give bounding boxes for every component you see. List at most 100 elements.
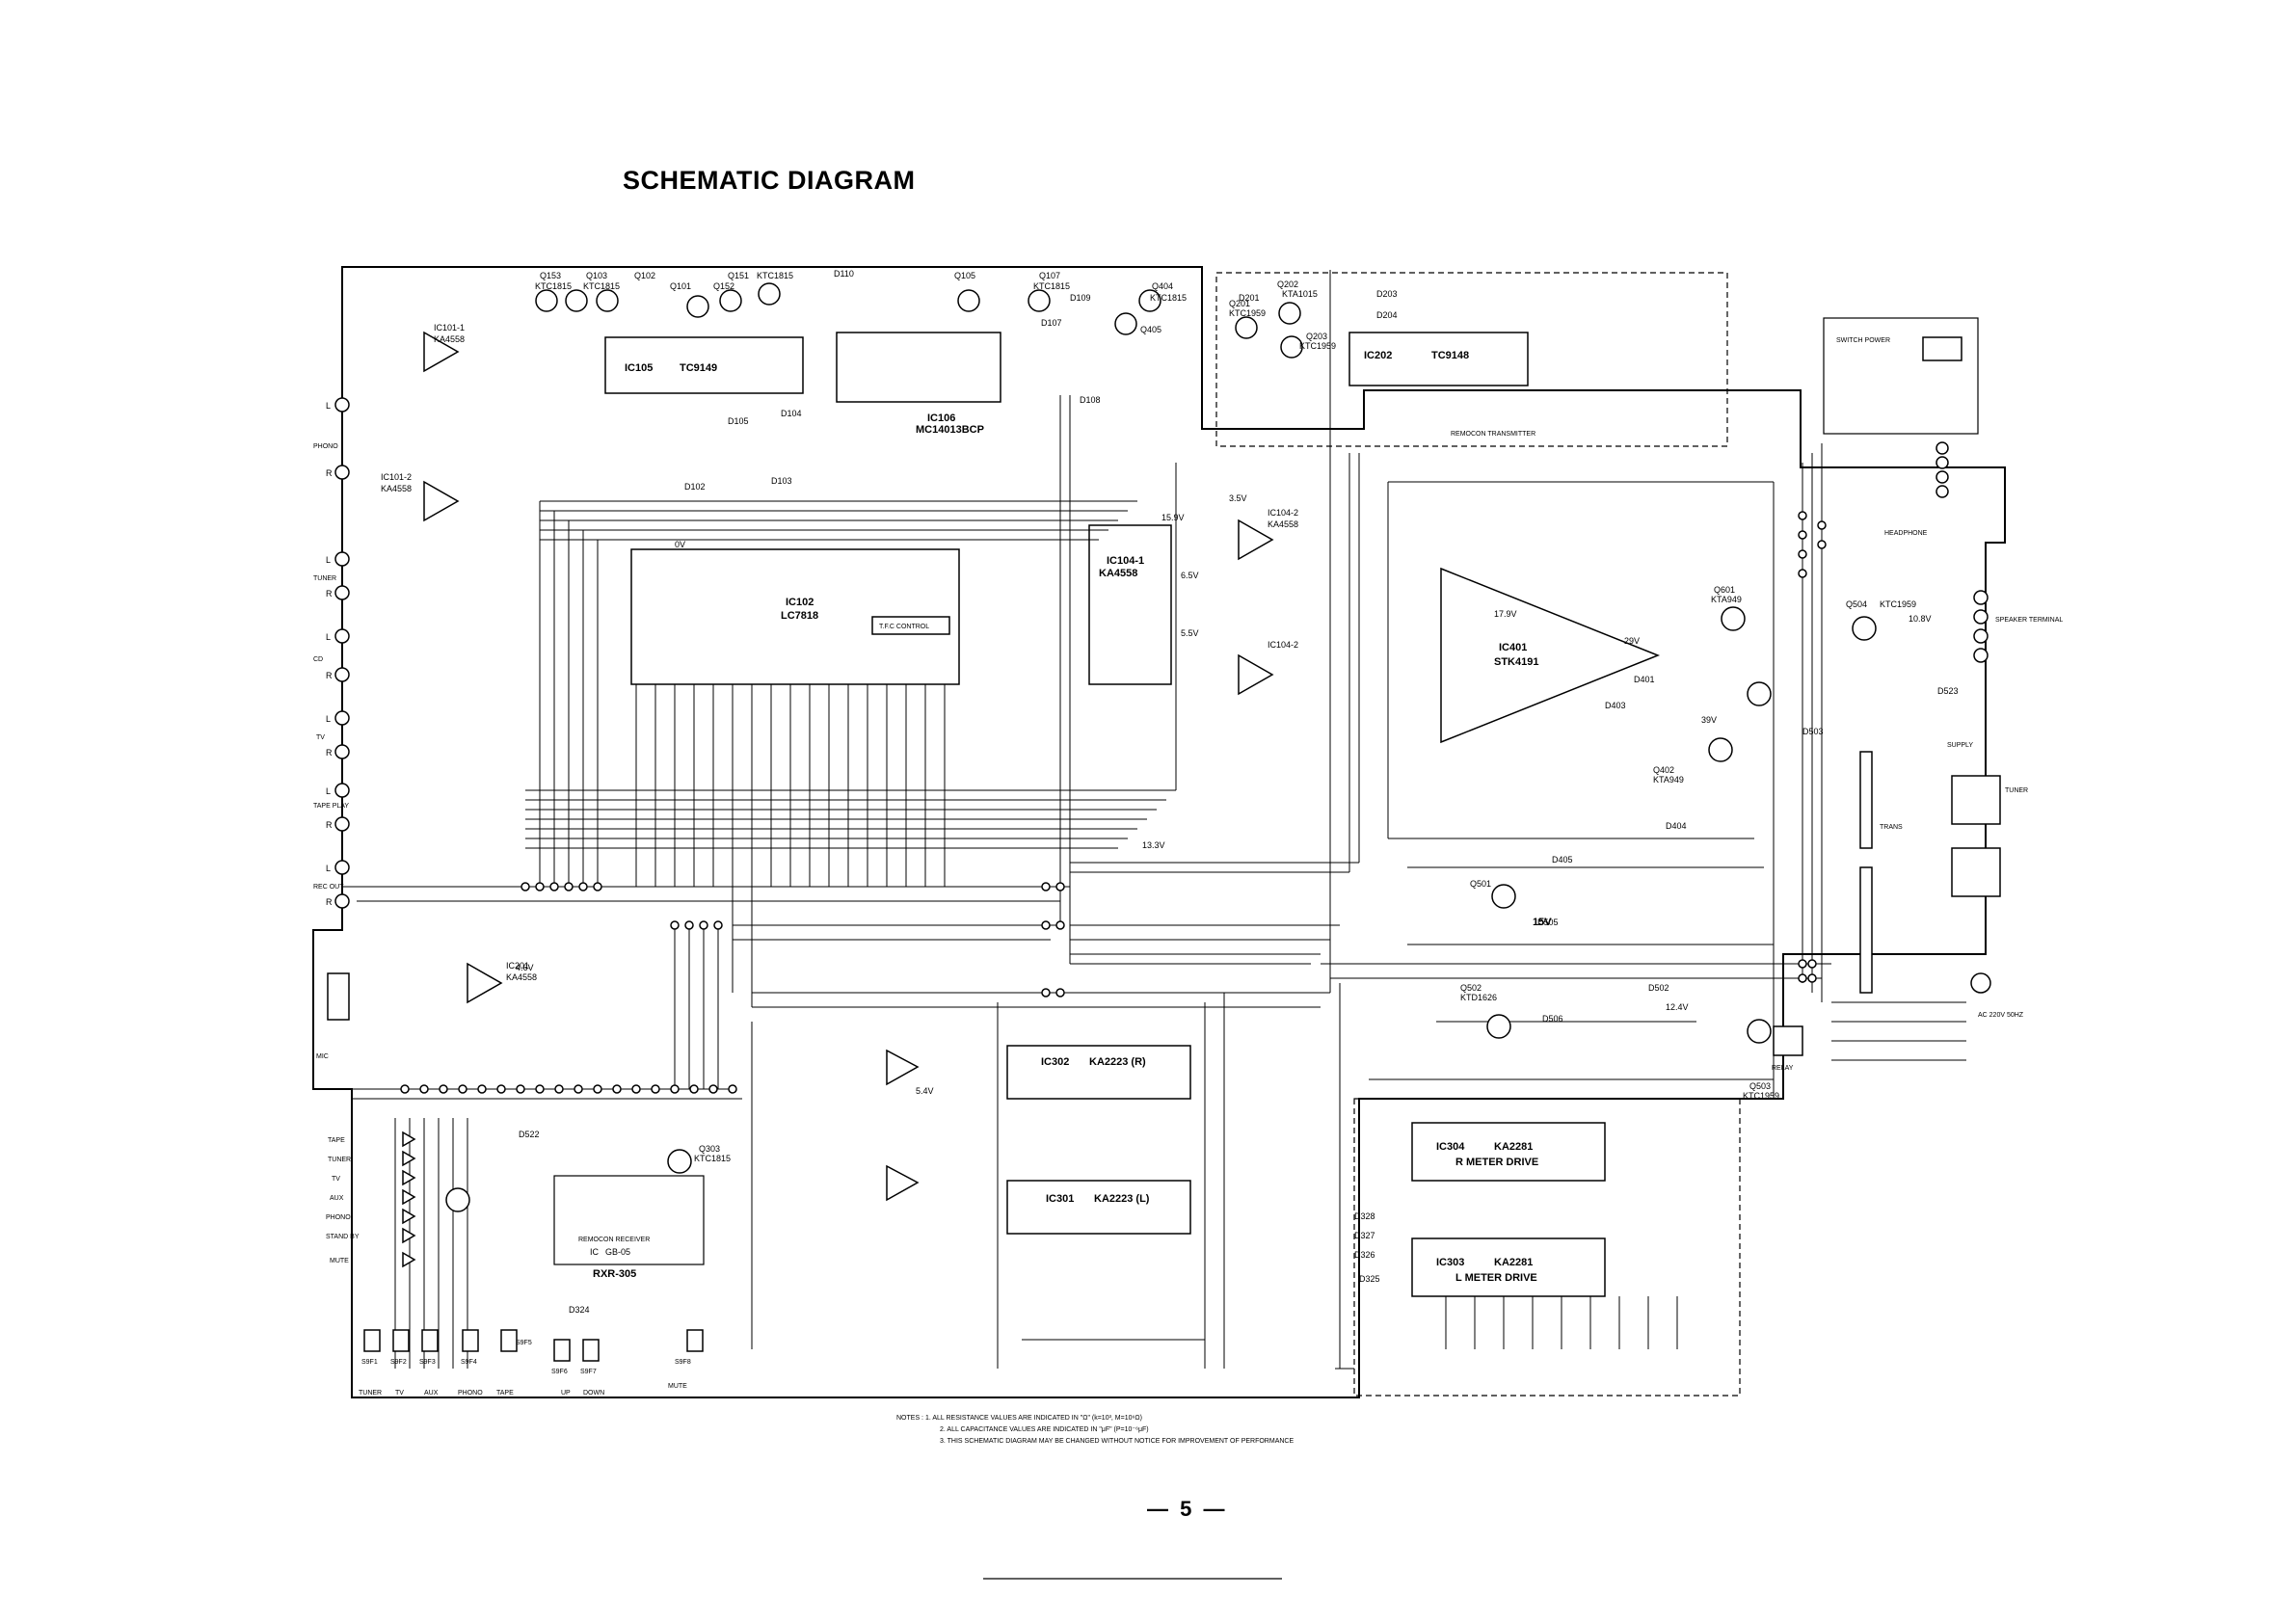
svg-text:KA4558: KA4558 (434, 334, 465, 344)
ic303-label: IC303 (1436, 1257, 1464, 1268)
svg-text:5.4V: 5.4V (916, 1086, 934, 1096)
ic202-part: TC9148 (1431, 350, 1469, 361)
svg-text:KA4558: KA4558 (506, 972, 537, 982)
svg-text:D404: D404 (1666, 821, 1687, 831)
svg-text:KTC1959: KTC1959 (1880, 599, 1916, 609)
svg-text:15.9V: 15.9V (1161, 513, 1185, 522)
svg-text:0V: 0V (675, 540, 685, 549)
switch-power-outline (1823, 317, 1979, 435)
gb05-ref: IC (590, 1247, 600, 1257)
relay-label: RELAY (1772, 1065, 1794, 1072)
svg-text:S9F2: S9F2 (390, 1359, 407, 1366)
svg-text:KTC1815: KTC1815 (583, 281, 620, 291)
svg-text:D109: D109 (1070, 293, 1091, 303)
ic103-label: IC104-1 (1107, 555, 1144, 567)
svg-text:KA4558: KA4558 (381, 484, 412, 493)
svg-text:L: L (326, 401, 331, 411)
svg-text:D203: D203 (1376, 289, 1398, 299)
svg-text:R: R (326, 671, 333, 680)
svg-text:D405: D405 (1552, 855, 1573, 865)
svg-text:KTC1815: KTC1815 (535, 281, 572, 291)
svg-text:R: R (326, 589, 333, 599)
voltage-labels: 15V 12.4V 3.5V 6.5V 5.5V 29V 39V 0V 4.6V… (516, 493, 1932, 1096)
svg-text:D325: D325 (1359, 1274, 1380, 1284)
svg-text:PHONO: PHONO (313, 443, 338, 450)
svg-text:D102: D102 (684, 482, 706, 492)
svg-text:S9F7: S9F7 (580, 1369, 597, 1375)
ic304-block (1411, 1122, 1606, 1182)
svg-text:Q151: Q151 (728, 271, 749, 280)
ic202-block (1348, 332, 1529, 386)
svg-text:Q107: Q107 (1039, 271, 1060, 280)
svg-text:MIC: MIC (316, 1053, 329, 1060)
meter-drive-outline (1353, 1098, 1741, 1397)
svg-text:R: R (326, 748, 333, 758)
svg-text:D204: D204 (1376, 310, 1398, 320)
svg-text:6.5V: 6.5V (1181, 571, 1199, 580)
svg-text:DOWN: DOWN (583, 1390, 604, 1397)
svg-text:KTC1959: KTC1959 (1229, 308, 1266, 318)
ic302-part: KA2223 (R) (1089, 1056, 1146, 1068)
svg-text:D107: D107 (1041, 318, 1062, 328)
svg-text:D523: D523 (1937, 686, 1959, 696)
svg-text:MUTE: MUTE (668, 1383, 687, 1390)
svg-text:CD: CD (313, 656, 323, 663)
ic302-label: IC302 (1041, 1056, 1069, 1068)
svg-text:L: L (326, 555, 331, 565)
ic106-label: IC106 (927, 412, 955, 424)
svg-text:D326: D326 (1354, 1250, 1375, 1260)
svg-text:39V: 39V (1701, 715, 1717, 725)
ac-input-label: AC 220V 50HZ (1978, 1012, 2024, 1019)
opamps: IC101-1 KA4558 IC101-2 KA4558 IC104-2 KA… (381, 323, 1298, 1202)
svg-text:D403: D403 (1605, 701, 1626, 710)
svg-text:D522: D522 (519, 1130, 540, 1139)
ic302-block (1006, 1045, 1191, 1100)
ic105-label: IC105 (625, 362, 653, 374)
svg-text:TV: TV (316, 734, 325, 741)
ic401-label: IC401 (1499, 642, 1527, 653)
svg-text:Q103: Q103 (586, 271, 607, 280)
svg-text:Q405: Q405 (1140, 325, 1161, 334)
svg-text:KTC1815: KTC1815 (1033, 281, 1070, 291)
svg-text:TUNER: TUNER (359, 1390, 382, 1397)
svg-text:KTD1626: KTD1626 (1460, 993, 1497, 1002)
l-meter-label: L METER DRIVE (1455, 1272, 1537, 1284)
svg-text:KTC1815: KTC1815 (694, 1154, 731, 1163)
svg-text:D401: D401 (1634, 675, 1655, 684)
ic102-part: LC7818 (781, 610, 818, 622)
notes: NOTES : 1. ALL RESISTANCE VALUES ARE IND… (896, 1415, 1294, 1445)
svg-text:TUNER: TUNER (328, 1157, 351, 1163)
transistor-symbols: Q153 KTC1815 Q103 KTC1815 Q102 Q101 Q152… (445, 271, 1916, 1212)
ic304-part: KA2281 (1494, 1141, 1533, 1153)
ic-blocks: IC105 TC9149 IC106 MC14013BCP IC102 LC78… (578, 332, 1661, 1297)
svg-text:D108: D108 (1080, 395, 1101, 405)
svg-text:Q201: Q201 (1229, 299, 1250, 308)
svg-text:3.5V: 3.5V (1229, 493, 1247, 503)
tuner-out-label: TUNER (2005, 787, 2028, 794)
svg-text:Q101: Q101 (670, 281, 691, 291)
svg-text:Q102: Q102 (634, 271, 655, 280)
svg-text:AUX: AUX (330, 1195, 344, 1202)
ic105-block (604, 336, 804, 394)
ic301-part: KA2223 (L) (1094, 1193, 1150, 1205)
svg-text:D104: D104 (781, 409, 802, 418)
svg-text:S9F6: S9F6 (551, 1369, 568, 1375)
tfc-control-label: T.F.C CONTROL (879, 624, 929, 630)
svg-text:Q105: Q105 (954, 271, 975, 280)
rxr-label: RXR-305 (593, 1268, 636, 1280)
svg-text:Q202: Q202 (1277, 279, 1298, 289)
svg-text:D502: D502 (1648, 983, 1669, 993)
svg-text:IC104-2: IC104-2 (1268, 640, 1298, 650)
switch-power-label: SWITCH POWER (1836, 337, 1890, 344)
page-title: SCHEMATIC DIAGRAM (623, 166, 916, 195)
svg-text:TAPE: TAPE (328, 1137, 345, 1144)
svg-text:4.6V: 4.6V (516, 963, 534, 972)
svg-text:TAPE PLAY: TAPE PLAY (313, 803, 349, 810)
svg-text:TUNER: TUNER (313, 575, 336, 582)
svg-text:KTA949: KTA949 (1711, 595, 1742, 604)
svg-text:S9F4: S9F4 (461, 1359, 477, 1366)
svg-text:S9F3: S9F3 (419, 1359, 436, 1366)
svg-text:15V: 15V (1533, 917, 1552, 928)
svg-text:IC201: IC201 (506, 961, 529, 971)
